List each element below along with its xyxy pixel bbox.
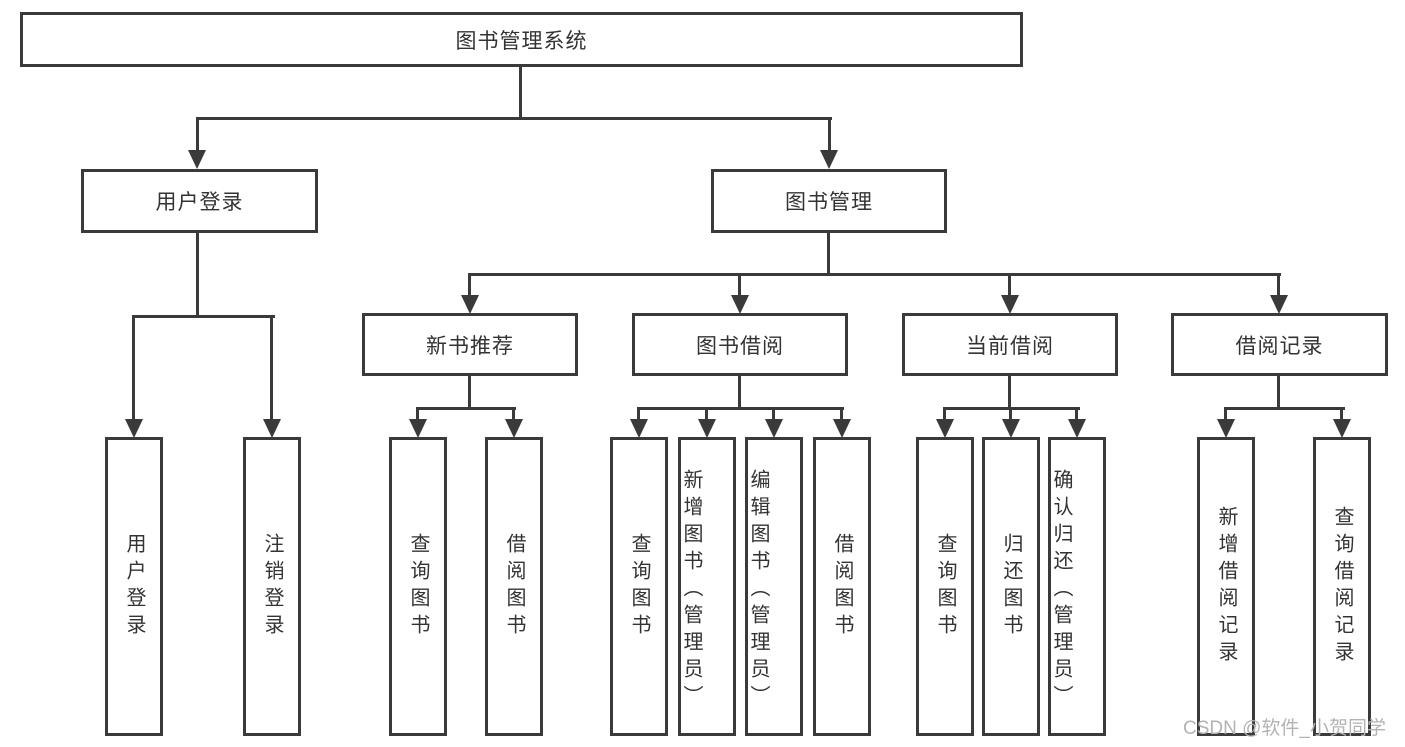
- node-current-borrow: 当前借阅: [902, 313, 1118, 376]
- node-label: 当前借阅: [966, 334, 1054, 358]
- arrowhead-icon: [1333, 419, 1351, 438]
- arrowhead-icon: [263, 419, 281, 438]
- connector-line: [840, 407, 843, 422]
- connector-line: [1340, 407, 1343, 422]
- leaf-label: 查询图书: [407, 532, 429, 641]
- arrowhead-icon: [409, 419, 427, 438]
- leaf-logout: 注销登录: [243, 437, 301, 736]
- connector-line: [827, 233, 830, 275]
- connector-line: [1075, 407, 1078, 422]
- leaf-query-books-1: 查询图书: [389, 437, 447, 736]
- connector-line: [637, 407, 640, 422]
- connector-line: [132, 315, 275, 318]
- connector-line: [738, 375, 741, 409]
- leaf-label: 新增图书（管理员）: [680, 468, 702, 712]
- leaf-confirm-return-admin: 确认归还（管理员）: [1048, 437, 1106, 736]
- leaf-borrow-books-1: 借阅图书: [485, 437, 543, 736]
- leaf-user-login: 用户登录: [105, 437, 163, 736]
- arrowhead-icon: [765, 419, 783, 438]
- connector-line: [1277, 375, 1280, 409]
- leaf-label: 归还图书: [1000, 532, 1022, 641]
- leaf-label: 查询图书: [628, 532, 650, 641]
- node-library-system: 图书管理系统: [20, 12, 1023, 67]
- leaf-add-books-admin: 新增图书（管理员）: [678, 437, 736, 736]
- connector-line: [416, 407, 419, 422]
- connector-line: [512, 407, 515, 422]
- arrowhead-icon: [125, 419, 143, 438]
- leaf-label: 借阅图书: [503, 532, 525, 641]
- leaf-label: 用户登录: [123, 532, 145, 641]
- node-label: 借阅记录: [1235, 334, 1324, 358]
- connector-line: [1008, 375, 1011, 409]
- arrowhead-icon: [731, 295, 749, 314]
- arrowhead-icon: [1068, 419, 1086, 438]
- leaf-query-books-3: 查询图书: [916, 437, 974, 736]
- connector-line: [468, 375, 471, 409]
- leaf-query-borrow-record: 查询借阅记录: [1313, 437, 1371, 736]
- connector-line: [705, 407, 708, 422]
- leaf-label: 确认归还（管理员）: [1050, 468, 1072, 712]
- leaf-return-books: 归还图书: [982, 437, 1040, 736]
- connector-line: [468, 273, 1281, 276]
- csdn-watermark: CSDN @软件_小贺同学: [1183, 718, 1386, 739]
- connector-line: [1224, 407, 1227, 422]
- connector-line: [270, 315, 273, 421]
- arrowhead-icon: [698, 419, 716, 438]
- connector-line: [1224, 407, 1345, 410]
- leaf-label: 查询借阅记录: [1331, 505, 1353, 668]
- node-borrow-record: 借阅记录: [1171, 313, 1388, 376]
- node-label: 图书管理系统: [455, 29, 588, 53]
- connector-line: [943, 407, 946, 422]
- connector-line: [196, 233, 199, 317]
- connector-line: [738, 273, 741, 297]
- leaf-label: 编辑图书（管理员）: [747, 468, 769, 712]
- leaf-edit-books-admin: 编辑图书（管理员）: [745, 437, 803, 736]
- leaf-label: 新增借阅记录: [1215, 505, 1237, 668]
- connector-line: [196, 117, 832, 120]
- connector-line: [828, 117, 831, 153]
- connector-line: [519, 67, 522, 118]
- node-book-management: 图书管理: [711, 169, 947, 233]
- connector-line: [132, 315, 135, 421]
- connector-line: [1008, 273, 1011, 297]
- connector-line: [196, 117, 199, 153]
- arrowhead-icon: [936, 419, 954, 438]
- leaf-query-books-2: 查询图书: [610, 437, 668, 736]
- leaf-add-borrow-record: 新增借阅记录: [1197, 437, 1255, 736]
- node-new-book-recommend: 新书推荐: [362, 313, 578, 376]
- arrowhead-icon: [630, 419, 648, 438]
- arrowhead-icon: [1217, 419, 1235, 438]
- leaf-borrow-books-2: 借阅图书: [813, 437, 871, 736]
- node-label: 用户登录: [155, 191, 244, 214]
- arrowhead-icon: [461, 295, 479, 314]
- connector-line: [1277, 273, 1280, 297]
- node-label: 图书管理: [785, 191, 873, 214]
- arrowhead-icon: [820, 150, 838, 169]
- leaf-label: 查询图书: [934, 532, 956, 641]
- connector-line: [637, 407, 844, 410]
- arrowhead-icon: [833, 419, 851, 438]
- leaf-label: 注销登录: [261, 532, 283, 641]
- connector-line: [1009, 407, 1012, 422]
- node-user-login: 用户登录: [81, 169, 318, 233]
- arrowhead-icon: [505, 419, 523, 438]
- arrowhead-icon: [188, 150, 206, 169]
- node-label: 图书借阅: [696, 334, 784, 358]
- node-book-borrow: 图书借阅: [632, 313, 848, 376]
- node-label: 新书推荐: [426, 334, 514, 358]
- connector-line: [416, 407, 516, 410]
- arrowhead-icon: [1002, 419, 1020, 438]
- connector-line: [772, 407, 775, 422]
- arrowhead-icon: [1001, 295, 1019, 314]
- leaf-label: 借阅图书: [831, 532, 853, 641]
- arrowhead-icon: [1270, 295, 1288, 314]
- connector-line: [468, 273, 471, 297]
